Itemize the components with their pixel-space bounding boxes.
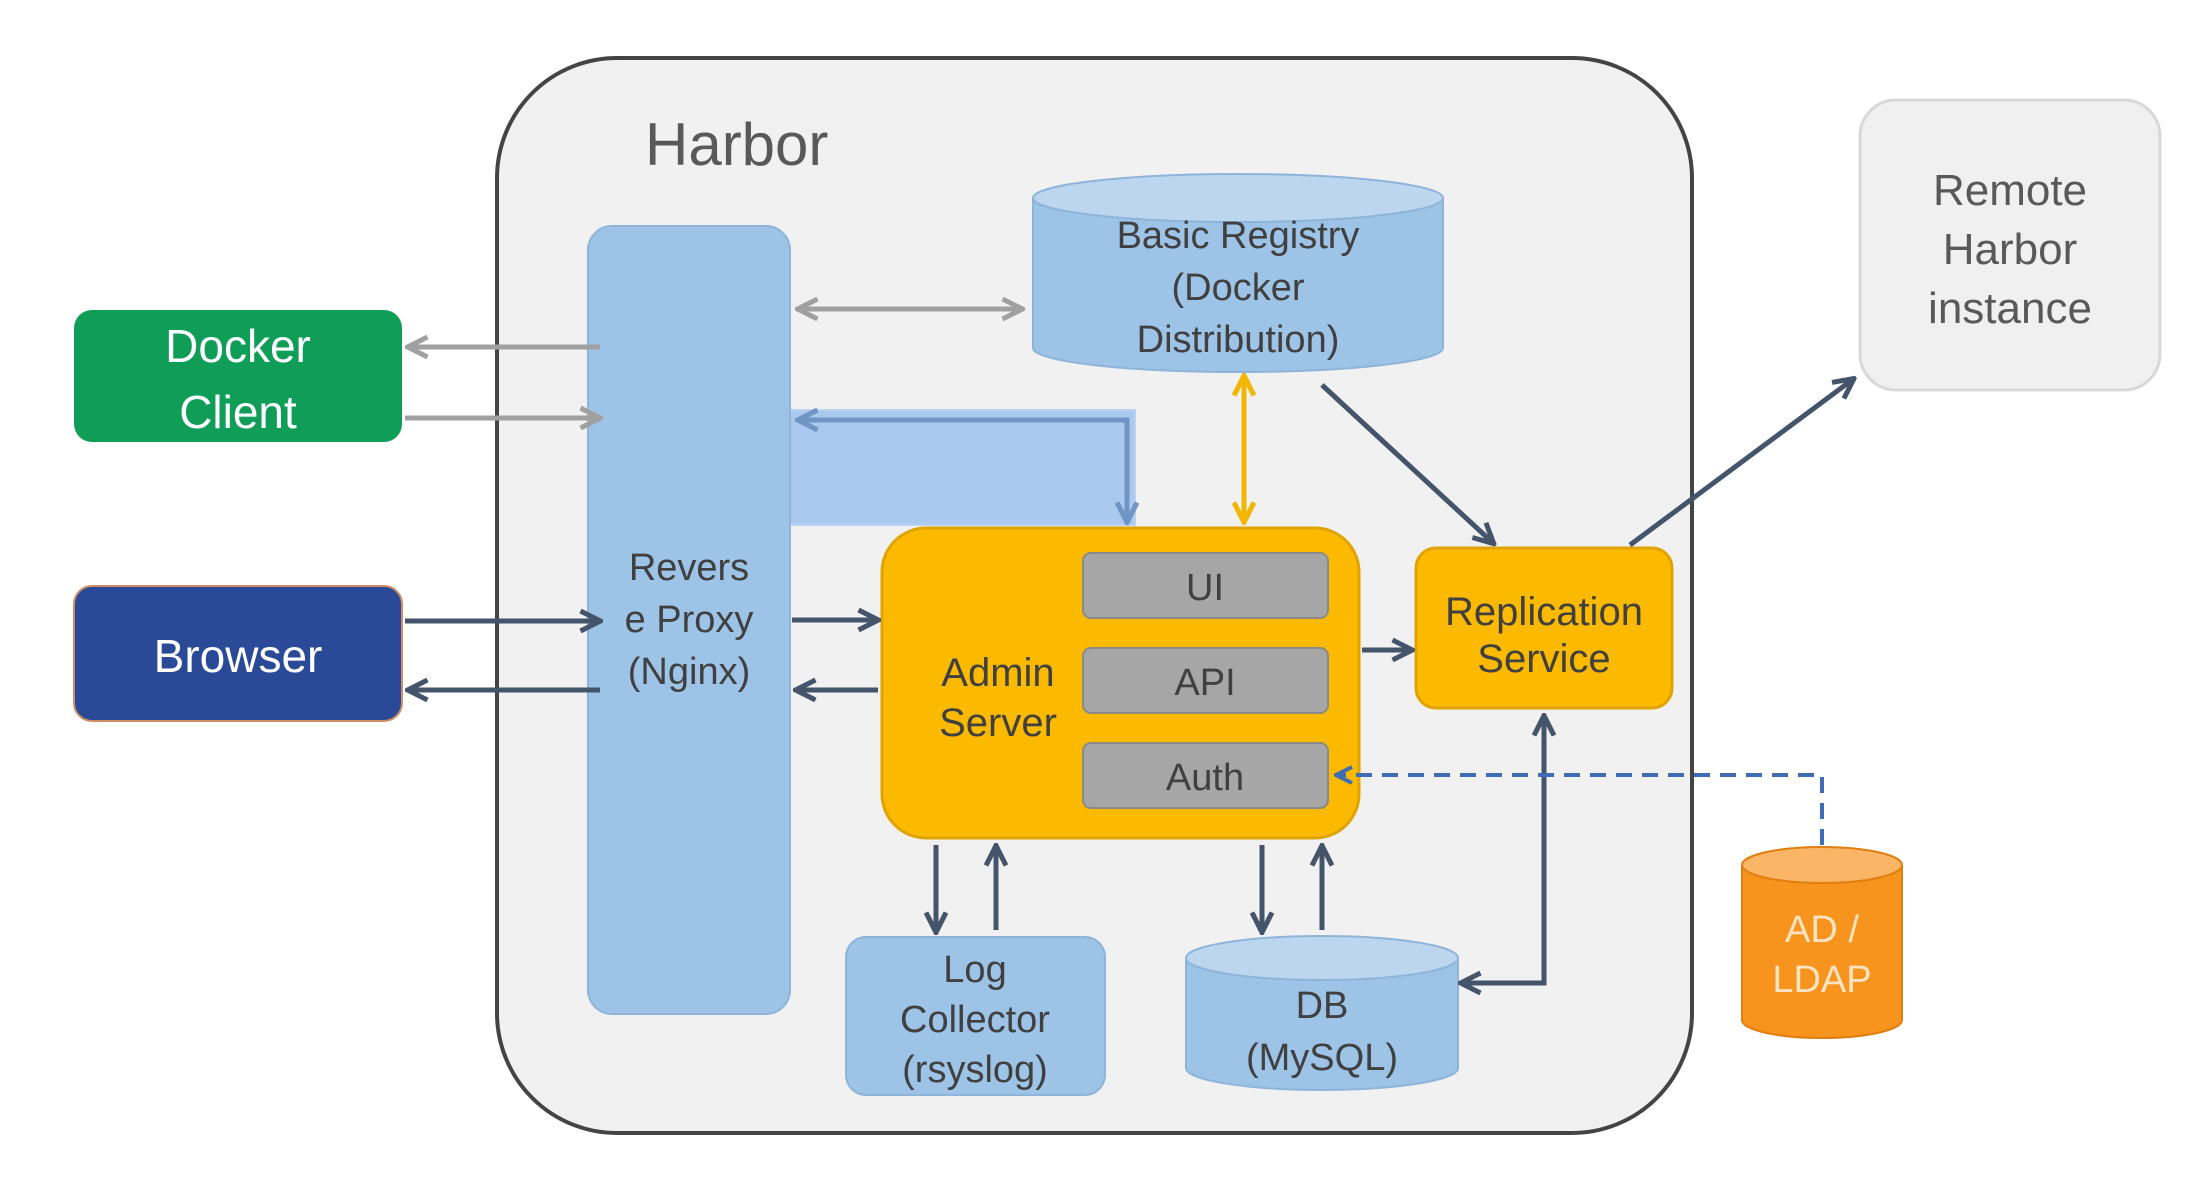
auth-module-label: Auth — [1166, 757, 1244, 799]
ldap-to-auth-dashed-arrow — [1338, 775, 1824, 845]
db-label-1: DB — [1296, 985, 1349, 1027]
reverse-proxy-label-3: (Nginx) — [628, 651, 750, 693]
basic-registry-label-3: Distribution) — [1137, 319, 1340, 361]
ad-ldap-cylinder[interactable]: AD / LDAP — [1741, 846, 1903, 1039]
basic-registry-label-2: (Docker — [1171, 267, 1304, 309]
admin-server-box[interactable]: Admin Server UI API Auth — [880, 526, 1361, 840]
api-module[interactable]: API — [1082, 647, 1329, 714]
log-collector-label-2: Collector — [900, 999, 1050, 1041]
docker-client-label-2: Client — [179, 386, 297, 438]
admin-server-label-2: Server — [939, 701, 1057, 745]
replication-to-remote-arrow — [1628, 380, 1852, 548]
remote-harbor-box[interactable]: Remote Harbor instance — [1858, 98, 2162, 392]
replication-service-label-2: Service — [1477, 637, 1610, 681]
reverse-proxy-label-1: Revers — [629, 547, 749, 589]
ad-ldap-label-2: LDAP — [1772, 959, 1871, 1001]
ui-module-label: UI — [1186, 567, 1224, 609]
harbor-title: Harbor — [645, 111, 828, 178]
reverse-proxy-label-2: e Proxy — [625, 599, 754, 641]
browser-box[interactable]: Browser — [73, 585, 403, 722]
proxy-admin-elbow-arrow — [800, 420, 1127, 520]
ad-ldap-label-1: AD / — [1785, 909, 1859, 951]
remote-harbor-label-2: Harbor — [1943, 225, 2078, 274]
auth-module[interactable]: Auth — [1082, 742, 1329, 809]
browser-label: Browser — [154, 630, 323, 682]
connectors — [405, 309, 1852, 983]
db-label-2: (MySQL) — [1246, 1037, 1398, 1079]
registry-to-replication-arrow — [1320, 383, 1492, 542]
db-replication-arrow — [1463, 718, 1544, 983]
replication-service-label-1: Replication — [1445, 590, 1643, 634]
basic-registry-cylinder[interactable]: Basic Registry (Docker Distribution) — [1032, 173, 1444, 373]
basic-registry-label-1: Basic Registry — [1117, 215, 1360, 257]
proxy-admin-link-band — [789, 409, 1136, 526]
api-module-label: API — [1174, 662, 1235, 704]
log-collector-label-3: (rsyslog) — [902, 1049, 1048, 1091]
admin-server-label-1: Admin — [941, 651, 1054, 695]
log-collector-label-1: Log — [943, 949, 1006, 991]
docker-client-label-1: Docker — [165, 320, 311, 372]
reverse-proxy-box[interactable]: Revers e Proxy (Nginx) — [587, 225, 791, 1015]
docker-client-box[interactable]: Docker Client — [74, 310, 402, 442]
ui-module[interactable]: UI — [1082, 552, 1329, 619]
log-collector-box[interactable]: Log Collector (rsyslog) — [845, 936, 1106, 1096]
replication-service-box[interactable]: Replication Service — [1414, 546, 1674, 710]
remote-harbor-label-3: instance — [1928, 284, 2092, 333]
db-cylinder[interactable]: DB (MySQL) — [1185, 935, 1459, 1091]
remote-harbor-label-1: Remote — [1933, 166, 2087, 215]
